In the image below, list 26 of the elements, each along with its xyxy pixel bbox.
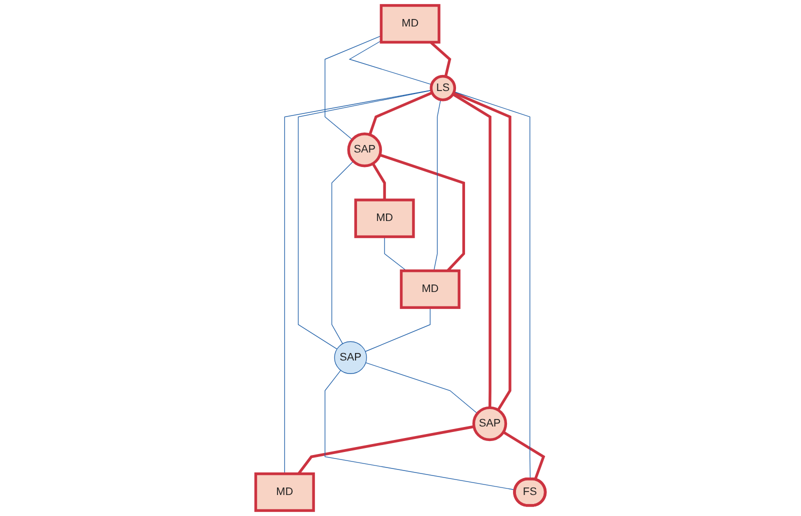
connector xyxy=(365,307,430,352)
connector xyxy=(297,425,474,475)
connector xyxy=(452,93,492,408)
node-box: MD xyxy=(400,269,460,309)
node-circle: SAP xyxy=(334,341,367,374)
connector xyxy=(434,99,441,272)
node-circle: SAP xyxy=(347,132,382,168)
connector xyxy=(379,154,466,272)
connector xyxy=(453,91,512,411)
node-box: MD xyxy=(354,198,415,238)
connector xyxy=(365,362,478,414)
connector xyxy=(502,430,546,480)
node-circle: LS xyxy=(430,74,456,102)
connector xyxy=(384,236,407,272)
connector xyxy=(284,90,432,474)
connector xyxy=(348,40,432,85)
connector xyxy=(454,91,531,480)
connector xyxy=(372,162,386,200)
connector xyxy=(324,370,516,490)
connector xyxy=(324,36,382,140)
node-box: MD xyxy=(254,472,315,512)
connector xyxy=(331,160,354,344)
connector xyxy=(368,91,433,136)
node-box: MD xyxy=(380,4,440,44)
node-circle: SAP xyxy=(472,406,508,442)
connector xyxy=(298,90,432,350)
